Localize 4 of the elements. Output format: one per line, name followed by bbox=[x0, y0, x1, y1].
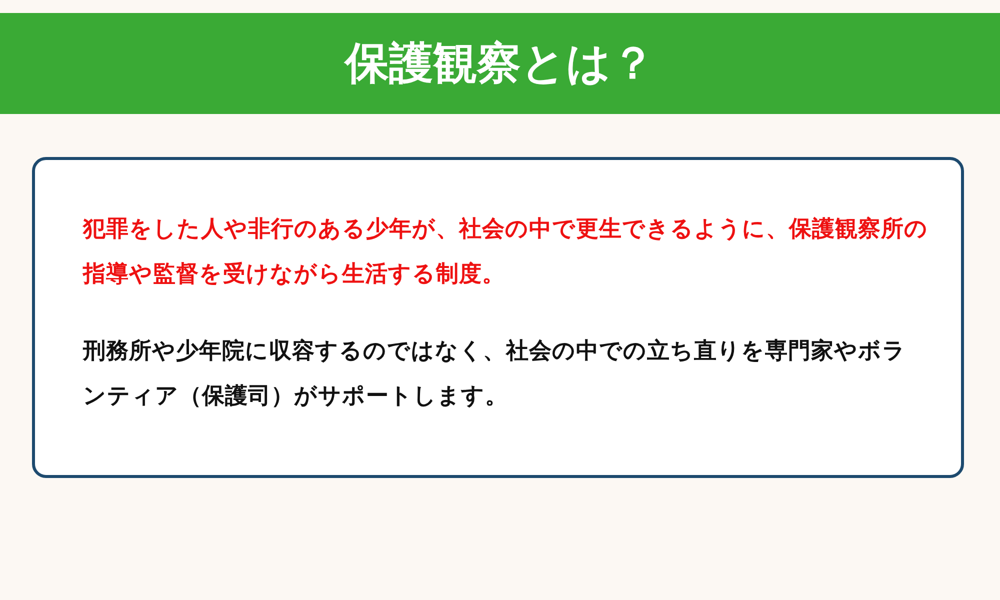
title-banner: 保護観察とは？ bbox=[0, 13, 1000, 114]
text-card bbox=[32, 157, 964, 478]
description-text: 刑務所や少年院に収容するのではなく、社会の中での立ち直りを専門家やボランティア（保護司）がサポートします。 bbox=[83, 337, 907, 411]
definition-text: 犯罪をした人や非行のある少年が、社会の中で更生できるように、保護観察所の指導や監督を受けながら生活する制度。 bbox=[83, 215, 928, 289]
